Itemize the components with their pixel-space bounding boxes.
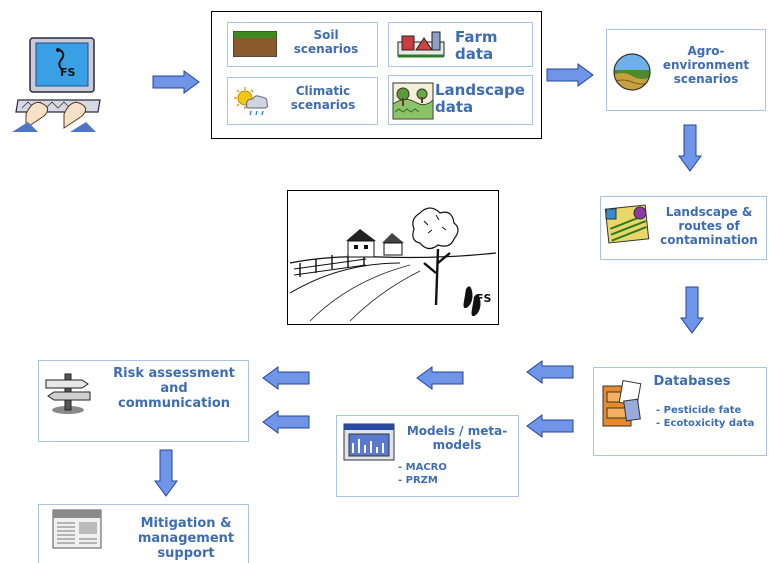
computer-icon	[12, 36, 104, 134]
risk-assessment-box	[38, 360, 249, 442]
arrow-down-1	[678, 124, 702, 172]
signpost-icon	[44, 370, 92, 416]
soil-scenarios-label: Soil scenarios	[293, 28, 359, 56]
farm-icon	[396, 28, 446, 60]
sketch-fs-text: FS	[476, 292, 492, 305]
agro-environment-box	[606, 29, 766, 111]
landscape-data-label: Landscape data	[435, 81, 525, 116]
databases-item-2: - Ecotoxicity data	[656, 418, 755, 429]
models-item-1: - MACRO	[398, 462, 447, 473]
filing-cabinet-icon	[599, 380, 643, 430]
databases-item-1: - Pesticide fate	[656, 405, 742, 416]
weather-icon	[233, 86, 273, 118]
field-icon	[604, 203, 650, 245]
soil-icon	[233, 31, 277, 57]
databases-title: Databases	[653, 374, 731, 389]
arrow-down-2	[680, 286, 704, 334]
landscape-icon	[392, 82, 434, 120]
arrow-right-2	[546, 63, 594, 87]
arrow-left-2	[526, 414, 574, 438]
risk-assessment-label: Risk assessment and communication	[113, 366, 235, 411]
agro-environment-label: Agro-environment scenarios	[662, 44, 750, 86]
arrow-down-3	[154, 449, 178, 497]
newspaper-icon	[52, 509, 102, 549]
arrow-right-1	[152, 70, 200, 94]
arrow-left-1	[526, 360, 574, 384]
arrow-left-5	[262, 410, 310, 434]
arrow-left-4	[262, 366, 310, 390]
landscape-routes-label: Landscape & routes of contamination	[660, 205, 758, 247]
model-window-icon	[343, 423, 395, 461]
mitigation-label: Mitigation & management support	[137, 516, 235, 561]
fs-logo-text: FS	[60, 66, 76, 79]
arrow-left-3	[416, 366, 464, 390]
models-item-2: - PRZM	[398, 475, 438, 486]
farm-data-label: Farm data	[455, 28, 498, 63]
models-title: Models / meta-models	[406, 424, 508, 452]
globe-icon	[612, 52, 652, 92]
climatic-scenarios-label: Climatic scenarios	[290, 84, 356, 112]
farm-sketch-icon	[290, 193, 496, 322]
